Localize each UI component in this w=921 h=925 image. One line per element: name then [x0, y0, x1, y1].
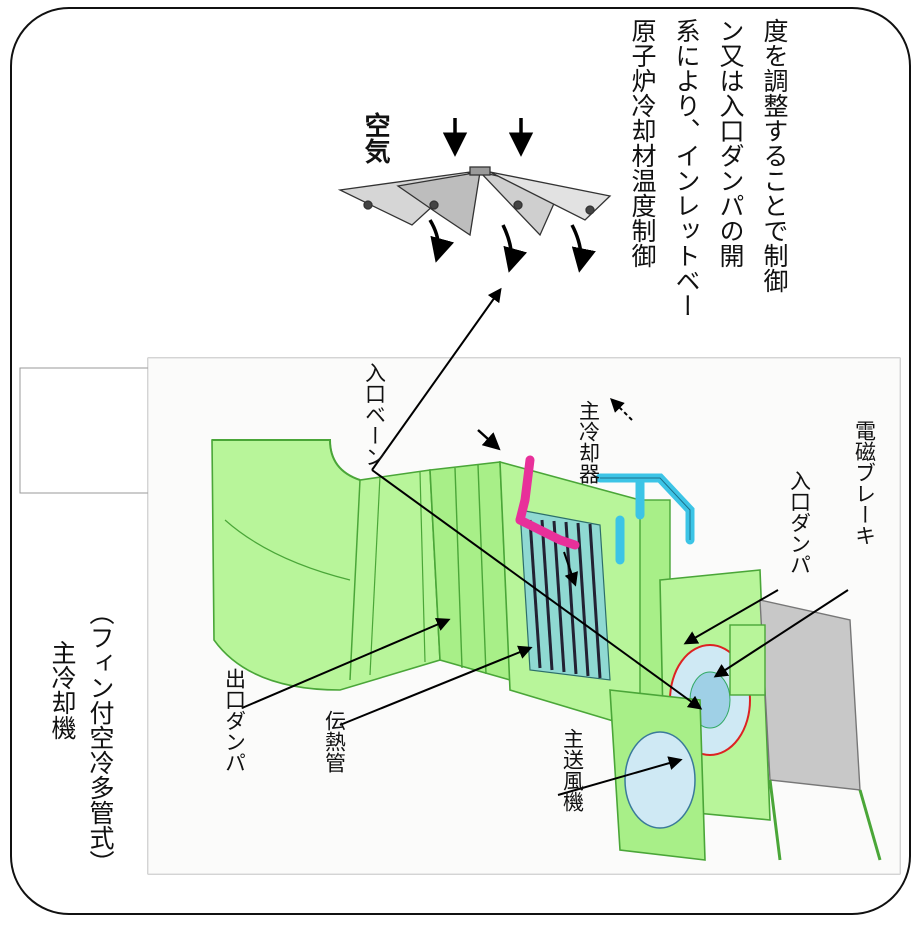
label-main-blower: 主送風機: [560, 728, 585, 812]
middle-duct: [429, 461, 511, 682]
control-note-line-1: 原子炉冷却材温度制御: [628, 18, 657, 268]
label-heat-transfer-tube: 伝熱管: [322, 710, 347, 773]
label-inlet-damper: 入口ダンパ: [787, 470, 812, 575]
upper-duct: [211, 439, 441, 691]
control-note-line-3: ン又は入口ダンパの開: [716, 18, 745, 268]
control-note-line-2: 系により、インレットベー: [672, 18, 701, 318]
label-inlet-vane: 入口ベーン: [362, 362, 387, 467]
diagram-subtitle: （フィン付空冷多管式）: [86, 600, 115, 875]
label-outlet-damper: 出口ダンパ: [222, 668, 247, 773]
leader-lines: [241, 287, 849, 796]
air-label: 空気: [360, 112, 391, 164]
coolant-out-arrow: [610, 398, 633, 421]
outer-frame: [10, 7, 911, 915]
inlet-vane-louvers: [337, 166, 612, 237]
hot-pipe: [515, 455, 580, 550]
diagram-title: 主冷却機: [48, 640, 77, 740]
coolant-in-arrow: [477, 429, 501, 451]
control-note-line-4: 度を調整することで制御: [760, 18, 789, 293]
cold-pipe-outline: [600, 477, 691, 540]
label-main-cooler: 主冷却器: [576, 400, 601, 484]
air-flow-arrows: [428, 118, 596, 273]
label-electromagnetic-brake: 電磁ブレーキ: [852, 420, 877, 546]
motor: [729, 599, 882, 861]
